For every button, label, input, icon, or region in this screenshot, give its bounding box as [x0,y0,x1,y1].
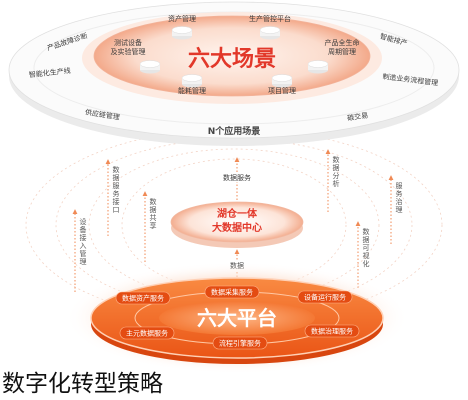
scene-cylinder [139,60,161,74]
scene-label-test-equipment-line1: 测试设备 [114,38,142,47]
side-label-left-inner: 数据共享 [149,198,157,230]
scene-label-project-management: 项目管理 [268,86,296,95]
upper-arrow-label: 数据服务 [223,173,251,182]
flow-ring-inner [88,148,380,302]
platforms-title: 六大平台 [197,306,277,330]
scenes-title: 六大场景 [188,47,276,72]
scene-disc [93,15,371,97]
side-label-right-inner: 数据分析 [332,156,340,188]
cylinder-top [259,26,281,34]
cylinder-top [181,74,203,82]
scene-cylinder [307,60,329,74]
data-center-title-line2: 大数据中心 [212,221,262,234]
side-label-right-middle: 服务治理 [395,182,403,214]
scene-cylinder [271,74,293,88]
top-platform-inner-ring [33,11,435,125]
service-pill: 流程引擎服务 [212,336,268,350]
side-arrows [72,149,394,292]
service-label-master-data: 主元数据服务 [126,329,168,338]
service-label-equipment-operation: 设备运行服务 [304,293,346,302]
cylinder-top [171,26,193,34]
side-label-right-outer: 数据可视化 [362,228,370,268]
upper-arrow-label-bg [221,173,253,182]
cylinder-top [139,60,161,68]
scene-label-carbon-trading: 碳交易 [347,110,369,122]
service-pill-bg [212,336,268,350]
data-center-disc [170,201,304,243]
scene-cylinder [171,26,193,40]
cylinder-top [271,74,293,82]
scene-label-energy-management: 能耗管理 [178,86,206,95]
side-label-left-middle: 数据服务接口 [112,166,120,214]
service-label-data-asset: 数据资产服务 [122,294,164,303]
platform-center [159,301,315,335]
service-pill-bg [304,324,360,338]
service-pill: 数据采集服务 [204,285,260,299]
application-scenes-label: N个应用场景 [208,125,261,137]
service-label-process-engine: 流程引擎服务 [219,339,261,348]
scene-cylinder [259,26,281,40]
data-center-title-line1: 湖仓一体 [217,207,258,220]
service-pill-bg [119,326,175,340]
cylinder-top [307,60,329,68]
figure-caption: 数字化转型策略 [2,371,163,397]
scene-label-product-lifecycle-line2: 周期管理 [328,47,356,56]
service-pill-bg [115,291,171,305]
scene-label-smart-production-line: 智能化生产线 [28,66,71,79]
side-label-left-outer: 设备接入管理 [79,218,87,266]
service-label-data-governance: 数据治理服务 [311,327,353,336]
service-pill-bg [297,290,353,304]
service-pill: 设备运行服务 [297,290,353,304]
service-pill: 数据资产服务 [115,291,171,305]
scene-cylinders [139,26,329,88]
scene-label-production-control: 生产管控平台 [249,14,291,23]
scene-cylinder [181,74,203,88]
scene-label-asset-management: 资产管理 [168,14,196,23]
scene-label-product-lifecycle-line1: 产品全生命 [325,38,360,47]
service-pill: 主元数据服务 [119,326,175,340]
service-pill: 数据治理服务 [304,324,360,338]
service-label-data-collection: 数据采集服务 [211,288,253,297]
service-pill-bg [204,285,260,299]
scene-label-test-equipment-line2: 及实验管理 [111,47,146,56]
